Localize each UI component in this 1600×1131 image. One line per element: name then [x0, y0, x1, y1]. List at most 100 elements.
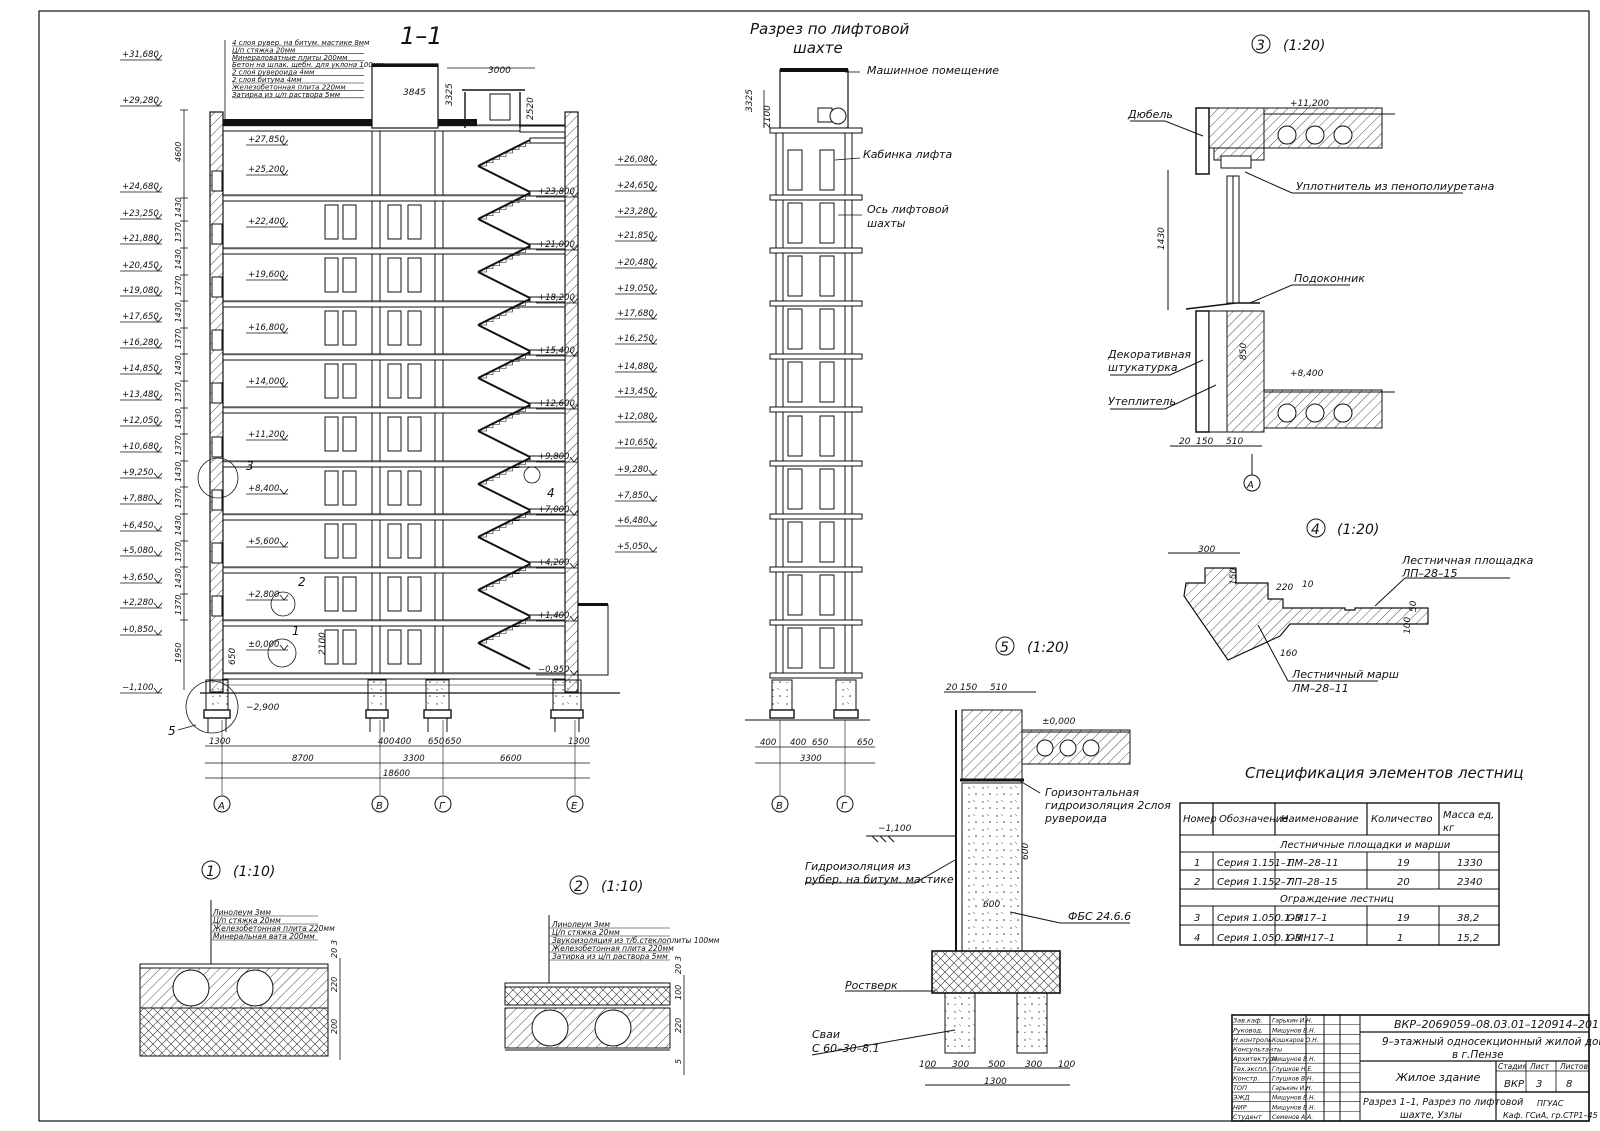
floor-level-3: +19,600: [248, 270, 285, 280]
node-1-layer-3: Минеральная вата 200мм: [213, 932, 315, 941]
right-level-12: +9,280: [617, 465, 648, 475]
shaft-title-line2: шахте: [793, 39, 843, 57]
node-1-dim-2: 220: [330, 977, 339, 992]
floor-level-10: ±0,000: [248, 640, 279, 650]
left-level-17: +3,650: [122, 573, 153, 583]
node-4-dim-300: 300: [1198, 545, 1215, 555]
axis-Г: Г: [439, 801, 446, 812]
left-dim-9: 1430: [174, 409, 183, 429]
right-level-8: +14,880: [617, 362, 654, 372]
tb-role-7: ТОП: [1233, 1084, 1247, 1092]
left-level-14: +7,880: [122, 494, 153, 504]
shaft-dim-3325: 3325: [745, 89, 755, 112]
spec-cell-0-0-3: 19: [1397, 858, 1410, 869]
shaft-dim-2100: 2100: [763, 105, 773, 128]
spec-cell-1-0-3: 19: [1397, 913, 1410, 924]
node-2-layer-4: Затирка из ц/п раствора 5мм: [552, 952, 668, 961]
left-dim-1: 1430: [174, 197, 183, 217]
node-5-dim-20: 20: [946, 683, 958, 693]
ground-level: −2,900: [246, 703, 280, 713]
tb-role-2: Н.контроль: [1233, 1036, 1272, 1044]
node-2-layer-3: Железобетонная плита 220мм: [551, 944, 674, 953]
node-3-dim-1430: 1430: [1157, 227, 1167, 250]
node-1-layer-0: Линолеум 3мм: [212, 908, 271, 917]
tb-person-5: Глушков Н.Е.: [1272, 1066, 1313, 1073]
node-4-dim-50: 50: [1409, 600, 1419, 612]
bottom-dim-a-2: 400: [395, 737, 411, 747]
node-4-dim-100: 100: [1403, 617, 1413, 634]
right-level-9: +13,450: [617, 387, 654, 397]
spec-cell-1-0-0: 3: [1194, 913, 1200, 924]
left-dim-8: 1370: [174, 382, 183, 402]
spec-header-mass-2: кг: [1443, 823, 1455, 834]
left-dim-13: 1430: [174, 515, 183, 535]
left-level-6: +19,080: [122, 286, 159, 296]
floor-level-6: +11,200: [248, 430, 285, 440]
node-4-label-landing-1: Лестничная площадка: [1401, 554, 1534, 567]
shaft-label-machine: Машинное помещение: [867, 64, 999, 77]
stair-level-3: +15,400: [538, 346, 575, 356]
tb-stage-header-0: Стадия: [1498, 1062, 1527, 1071]
section-1-1: 1–1 4 слоя рувер. на битум. мастике 8ммЦ…: [120, 22, 658, 813]
left-level-13: +9,250: [122, 468, 153, 478]
spec-header-3: Количество: [1371, 814, 1433, 825]
node-5-dim-600h: 600: [983, 900, 1000, 910]
right-level-14: +6,480: [617, 516, 648, 526]
node-5-label-waterproof-1: Гидроизоляция из: [805, 860, 911, 873]
stair-level-1: +21,000: [538, 240, 575, 250]
bottom-dim-a-4: 650: [445, 737, 461, 747]
node-5-label-hw-2: гидроизоляция 2слоя: [1045, 799, 1171, 812]
left-dim-14: 1370: [174, 542, 183, 562]
node-4-scale: (1:20): [1337, 522, 1379, 538]
node-5-bottom-300b: 300: [1025, 1060, 1042, 1070]
tb-person-8: Мишунов В.Н.: [1272, 1095, 1316, 1102]
tb-person-10: Семенов А.А.: [1272, 1114, 1313, 1121]
tb-role-1: Руковод.: [1233, 1026, 1263, 1034]
left-dim-15: 1430: [174, 568, 183, 588]
stair-level-8: +1,400: [538, 611, 569, 621]
node-5-label-piles-1: Сваи: [812, 1028, 840, 1041]
node-1-scale: (1:10): [233, 864, 275, 880]
node-4-dim-150: 150: [1229, 568, 1239, 585]
node-3: 3 (1:20) А +11,200 +8,400 1430 850 20 15…: [1107, 34, 1495, 492]
spec-cell-0-1-3: 20: [1397, 877, 1410, 888]
spec-header-mass-1: Масса ед,: [1443, 810, 1494, 821]
right-level-1: +24,650: [617, 181, 654, 191]
floor-level-8: +5,600: [248, 537, 279, 547]
node-3-label-plaster-2: штукатурка: [1108, 361, 1178, 374]
tb-role-3: Консультанты: [1233, 1046, 1282, 1054]
left-level-0: +31,680: [122, 50, 159, 60]
tb-person-1: Мишунов В.Н.: [1272, 1027, 1316, 1034]
roof-layer-7: Затирка из ц/п раствора 5мм: [232, 91, 341, 99]
spec-cell-0-0-2: ЛМ–28–11: [1286, 858, 1339, 869]
node-2-dim-0: 3: [674, 956, 683, 961]
axis-А: А: [217, 801, 225, 812]
tb-person-2: Кошкаров О.Н.: [1272, 1037, 1319, 1044]
right-level-15: +5,050: [617, 542, 648, 552]
right-level-3: +21,850: [617, 231, 654, 241]
tb-person-0: Гарькин И.Н.: [1272, 1018, 1313, 1025]
node-2-layer-2: Звукоизоляция из т/б.стеклоплиты 100мм: [552, 936, 720, 945]
left-level-9: +14,850: [122, 364, 159, 374]
spec-cell-1-0-4: 38,2: [1457, 913, 1479, 924]
node-2-dim-4: 5: [674, 1059, 683, 1064]
left-dim-12: 1370: [174, 488, 183, 508]
node-3-level-top: +11,200: [1290, 99, 1329, 109]
bottom-dim-a-0: 1300: [209, 737, 231, 747]
node-5-dim-600v: 600: [1021, 843, 1031, 860]
spec-cell-0-1-0: 2: [1194, 877, 1200, 888]
spec-cell-0-1-2: ЛП–28–15: [1286, 877, 1338, 888]
callout-5: 5: [168, 724, 176, 738]
left-level-4: +21,880: [122, 234, 159, 244]
right-level-11: +10,650: [617, 438, 654, 448]
left-level-3: +23,250: [122, 209, 159, 219]
shaft-bottom-total: 3300: [800, 754, 822, 764]
right-level-5: +19,050: [617, 284, 654, 294]
tb-role-9: НИР: [1233, 1103, 1247, 1111]
left-level-20: −1,100: [122, 683, 153, 693]
node-5-dim-150: 150: [960, 683, 977, 693]
shaft-label-cabin: Кабинка лифта: [863, 148, 953, 161]
